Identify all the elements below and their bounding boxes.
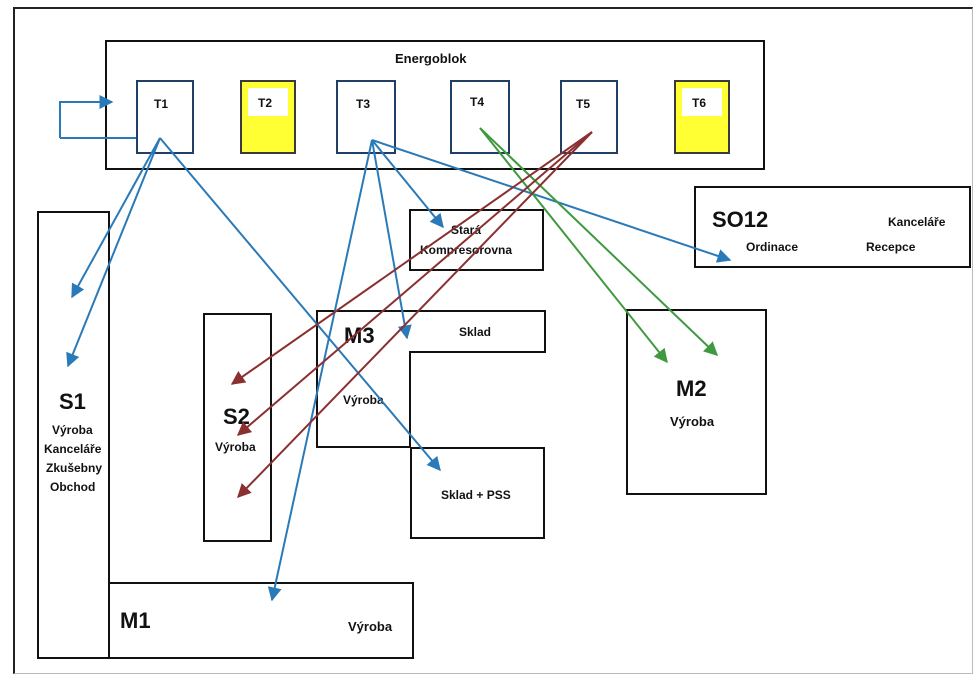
building-so12-kancelare: Kanceláře [888,215,946,229]
transformer-t2-label: T2 [258,96,273,110]
building-s1-line-4: Obchod [50,480,96,494]
arrow-t1-loop [59,95,114,138]
transformer-t6-label: T6 [692,96,707,110]
arrow-t4-to-m2-left [479,127,668,364]
building-s2-sub: Výroba [215,440,256,454]
transformer-t1: T1 [136,80,194,154]
transformer-t1-label: T1 [154,97,169,111]
arrow-t5-to-s2-lower [237,131,593,499]
transformer-t5-label: T5 [576,97,591,111]
building-sklad-pss-label: Sklad + PSS [441,488,511,502]
building-m2-name: M2 [676,376,707,401]
building-m1: M1 Výroba [108,582,414,659]
arrow-t3-to-kompresorovna [371,139,444,229]
building-m3-name: M3 [344,323,375,348]
building-so12-ordinace: Ordinace [746,240,799,254]
arrow-t5-to-s2-middle [236,131,593,436]
energoblok-title: Energoblok [395,51,467,66]
arrow-t1-to-s1-lower [66,137,161,368]
transformer-t3: T3 [336,80,396,154]
building-so12-name: SO12 [712,207,769,232]
arrow-t1-to-sklad-pss [159,137,441,472]
outer-frame [13,7,973,674]
transformer-t6-label-plate [682,88,722,116]
arrow-t1-to-s1-upper [71,137,161,299]
building-s1-name: S1 [59,389,86,414]
energoblok-box: Energoblok [105,40,765,170]
building-s1-line-1: Výroba [52,423,93,437]
arrow-t4-to-m2-right [479,127,719,356]
building-m1-sub: Výroba [348,619,393,634]
transformer-t5: T5 [560,80,618,154]
building-s1-line-3: Zkušebny [46,461,103,475]
transformer-t4-label: T4 [470,95,485,109]
building-so12-recepce: Recepce [866,240,916,254]
arrow-t3-to-m3 [371,139,412,340]
transformer-t2: T2 [240,80,296,154]
building-m2-sub: Výroba [670,414,715,429]
building-stara-kompresorovna-line-2: Kompresorovna [420,243,513,257]
building-m1-name: M1 [120,608,151,633]
building-s1-line-2: Kanceláře [44,442,102,456]
transformer-t2-label-plate [248,88,288,116]
transformer-t3-label: T3 [356,97,371,111]
arrow-t3-to-so12 [371,139,732,263]
building-m3-sub: Výroba [343,393,384,407]
building-m3-sklad: Sklad [459,325,492,339]
transformer-t4: T4 [450,80,510,154]
arrow-t3-to-m1 [267,139,373,602]
building-so12: SO12 Kanceláře Ordinace Recepce [694,186,971,268]
transformer-t6: T6 [674,80,730,154]
arrow-t5-to-s2-upper [230,131,593,385]
